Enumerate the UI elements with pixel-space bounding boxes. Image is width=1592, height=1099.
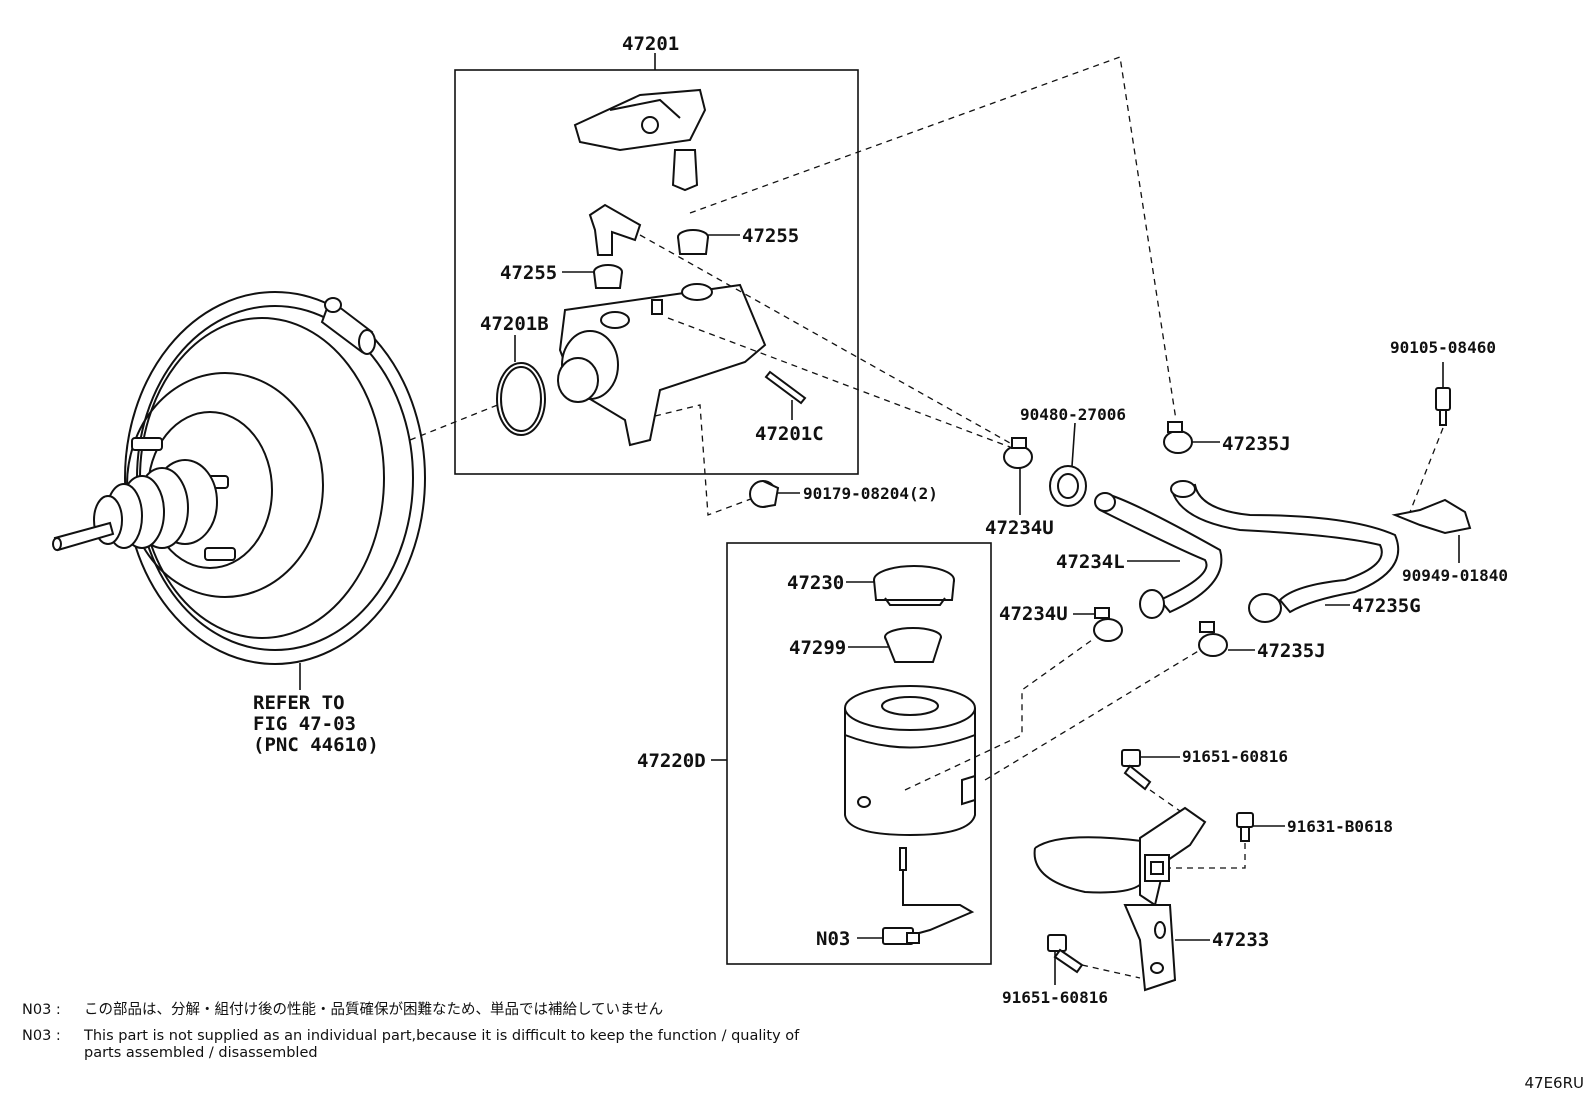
label-90949-01840: 90949-01840	[1402, 566, 1508, 585]
label-47220d: 47220D	[637, 750, 706, 772]
label-n03: N03	[816, 928, 850, 950]
booster-note-line-2: FIG 47-03	[253, 713, 356, 735]
note-code-1: N03 :	[22, 1002, 61, 1018]
label-47233: 47233	[1212, 929, 1269, 951]
label-90480-27006: 90480-27006	[1020, 405, 1126, 424]
note-text-2: This part is not supplied as an individu…	[84, 1028, 800, 1061]
reservoir-bracket	[1033, 806, 1207, 992]
reservoir-tank	[844, 685, 976, 837]
label-47201c: 47201C	[755, 423, 824, 445]
note-code-2: N03 :	[22, 1028, 61, 1044]
master-cylinder-top-connector	[573, 88, 707, 152]
booster-note-line-3: (PNC 44610)	[253, 734, 379, 756]
reservoir-strainer	[884, 627, 942, 663]
note-japanese: N03 : この部品は、分解・組付け後の性能・品質確保が困難なため、単品では補給し…	[22, 1002, 663, 1019]
reservoir-box	[726, 542, 992, 965]
brake-booster	[52, 291, 426, 665]
label-91651-60816-upper: 91651-60816	[1182, 747, 1288, 766]
label-91631-b0618: 91631-B0618	[1287, 817, 1393, 836]
master-cylinder-box	[454, 69, 859, 475]
label-47299: 47299	[789, 637, 846, 659]
master-cylinder-body	[557, 283, 767, 447]
note-text-1: この部品は、分解・組付け後の性能・品質確保が困難なため、単品では補給していません	[84, 1002, 664, 1018]
label-47234u-lower: 47234U	[999, 603, 1068, 625]
label-90105-08460: 90105-08460	[1390, 338, 1496, 357]
drawing-code: 47E6RU	[1524, 1074, 1584, 1092]
label-47235j-upper: 47235J	[1222, 433, 1291, 455]
label-47201: 47201	[622, 33, 679, 55]
label-90179-08204: 90179-08204(2)	[803, 484, 938, 503]
label-47255-lower: 47255	[500, 262, 557, 284]
label-47201b: 47201B	[480, 313, 549, 335]
label-47234l: 47234L	[1056, 551, 1125, 573]
label-47230: 47230	[787, 572, 844, 594]
label-91651-60816-lower: 91651-60816	[1002, 988, 1108, 1007]
booster-note-line-1: REFER TO	[253, 692, 345, 714]
label-47235j-lower: 47235J	[1257, 640, 1326, 662]
label-47255-upper: 47255	[742, 225, 799, 247]
level-sensor	[882, 847, 975, 945]
note-english: N03 : This part is not supplied as an ind…	[22, 1028, 814, 1062]
label-47234u-upper: 47234U	[985, 517, 1054, 539]
reservoir-cap	[873, 565, 955, 606]
label-47235g: 47235G	[1352, 595, 1421, 617]
